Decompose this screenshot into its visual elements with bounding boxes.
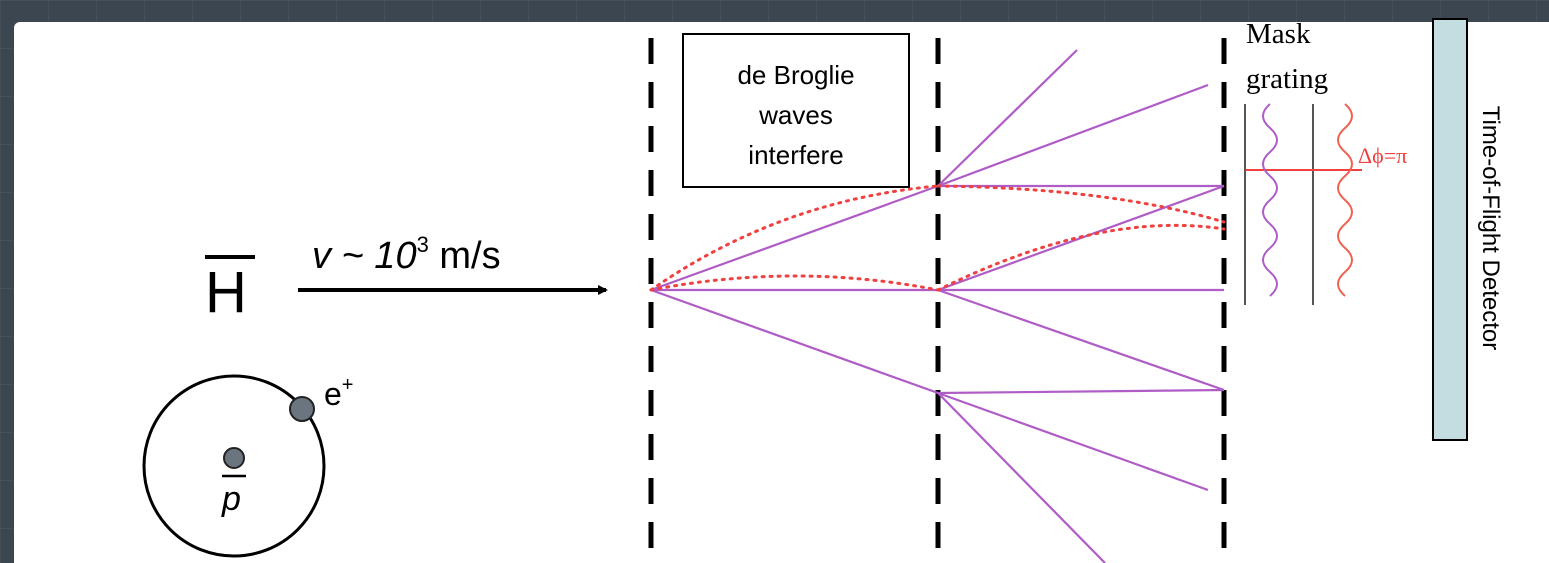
tof-detector xyxy=(1432,18,1468,441)
positron-orbit xyxy=(142,374,326,558)
red-wave xyxy=(1337,103,1353,297)
interference-box xyxy=(682,33,910,188)
beam-path xyxy=(650,184,939,292)
interference-path xyxy=(936,223,1226,292)
antiproton-label: p xyxy=(221,480,241,518)
mask-label-line-1: Mask xyxy=(1246,18,1311,50)
antiproton-dot xyxy=(223,447,245,469)
interference-path xyxy=(649,274,940,292)
velocity-exponent: 3 xyxy=(417,232,429,257)
beam-path xyxy=(937,392,1106,563)
velocity-unit: m/s xyxy=(429,235,501,277)
box-line-2: waves xyxy=(758,100,833,130)
interference-path xyxy=(649,184,940,292)
beam-path xyxy=(937,49,1078,187)
beam-path xyxy=(937,83,1209,188)
positron-dot xyxy=(289,396,315,422)
mask-label-line-2: grating xyxy=(1246,63,1328,95)
antihydrogen-symbol: H xyxy=(205,260,247,325)
beam-path xyxy=(650,288,939,395)
positron-symbol: e xyxy=(324,376,342,412)
phase-label: Δϕ=π xyxy=(1358,143,1407,168)
interference-path xyxy=(936,184,1226,224)
beam-paths xyxy=(650,49,1225,563)
purple-wave xyxy=(1262,103,1278,297)
box-line-3: interfere xyxy=(748,140,843,170)
beam-path xyxy=(937,388,1225,395)
velocity-label: v ~ 103 m/s xyxy=(312,232,501,277)
box-line-1: de Broglie xyxy=(737,60,854,90)
beam-path xyxy=(937,391,1209,492)
velocity-text: v ~ 10 xyxy=(312,235,417,277)
positron-label: e+ xyxy=(324,374,353,412)
detector-label: Time-of-Flight Detector xyxy=(1477,106,1504,351)
interference-paths xyxy=(649,184,1226,292)
positron-sign: + xyxy=(342,374,354,396)
beam-path xyxy=(937,288,1225,392)
